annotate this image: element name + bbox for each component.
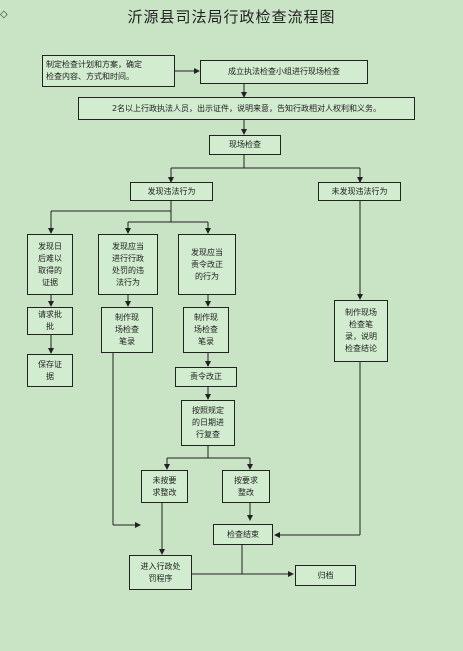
node-notify: 2名以上行政执法人员，出示证件，说明来意，告知行政相对人权利和义务。 [78,97,415,120]
node-evidence: 发现日 后难以 取得的 证据 [27,234,73,295]
node-record-none: 制作现场 检查笔 录，说明 检查结论 [334,300,388,362]
node-found: 发现违法行为 [130,182,213,201]
node-penalty: 发现应当 进行行政 处罚的违 法行为 [98,234,158,295]
node-record-penalty: 制作现 场检查 笔录 [101,307,153,353]
node-order: 责令改正 [175,367,237,387]
node-not-found: 未发现违法行为 [318,182,401,201]
node-team: 成立执法检查小组进行现场检查 [200,60,368,84]
diagram-title: 沂源县司法局行政检查流程图 [127,8,336,26]
node-approval: 请求批 批 [27,307,73,335]
node-correct: 发现应当 责令改正 的行为 [178,234,236,295]
node-onsite: 现场检查 [209,135,281,155]
node-not-fixed: 未按要 求整改 [141,470,188,503]
node-procedure: 进入行政处 罚程序 [129,555,192,590]
node-plan: 制定检查计划和方案，确定 检查内容、方式和时间。 [42,55,175,87]
node-preserve: 保存证 据 [27,354,73,387]
node-archive: 归档 [295,565,356,586]
node-end: 检查结束 [213,524,273,545]
node-record-correct: 制作现 场检查 笔录 [183,307,229,353]
node-fixed: 按要求 整改 [222,470,270,503]
corner-mark: ◇ [0,9,8,20]
node-review: 按照规定 的日期进 行复查 [181,400,235,446]
